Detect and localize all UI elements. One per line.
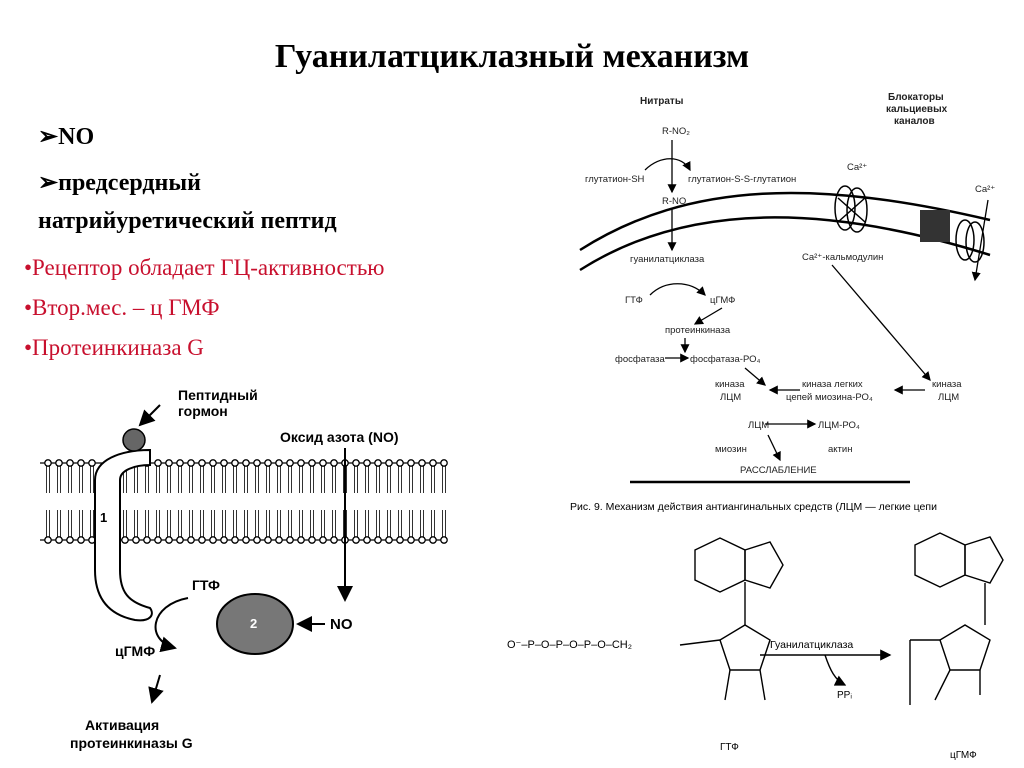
- red-bullet-pkg: •Протеинкиназа G: [24, 335, 204, 360]
- gtf-label: ГТФ: [192, 577, 220, 593]
- glutathione-ss: глутатион-S-S-глутатион: [688, 174, 796, 185]
- red-bullet-messenger: •Втор.мес. – ц ГМФ: [24, 295, 220, 320]
- receptor-number: 1: [100, 510, 107, 525]
- glutathione-sh: глутатион-SH: [585, 174, 645, 185]
- hormone-ligand: [122, 428, 146, 452]
- mlc-po4: ЛЦМ-РО₄: [818, 420, 860, 431]
- no-label: Оксид азота (NO): [280, 429, 399, 445]
- bullet-anp: ➢предсердный: [38, 168, 201, 197]
- blockers-label-2: кальциевых: [886, 104, 948, 115]
- red-bullet-receptor: •Рецептор обладает ГЦ-активностью: [24, 255, 385, 280]
- pathway-diagram: Нитраты Блокаторы кальциевых каналов R-N…: [570, 92, 995, 513]
- figure-caption: Рис. 9. Механизм действия антиангинальны…: [570, 501, 937, 513]
- ppi-label: PPᵢ: [837, 690, 852, 701]
- gtf-chem-label: ГТФ: [720, 742, 739, 753]
- bullet-text: предсердный: [58, 170, 201, 196]
- rno-label: R-NO: [662, 196, 686, 207]
- svg-text:O⁻–P–O–P–O–P–O–CH₂: O⁻–P–O–P–O–P–O–CH₂: [507, 639, 632, 651]
- membrane-diagram: Пептидный гормон 1 Оксид азота (NO) 2 NO…: [40, 387, 448, 751]
- no-small-label: NO: [330, 616, 353, 633]
- gc-number: 2: [250, 616, 257, 631]
- relaxation: РАССЛАБЛЕНИЕ: [740, 465, 817, 476]
- page-title: Гуанилатциклазный механизм: [274, 38, 750, 75]
- guanylate-cyclase-2: [216, 593, 294, 655]
- kinase-mlc-left-2: ЛЦМ: [720, 392, 741, 403]
- phosphatase-po4: фосфатаза-РО₄: [690, 354, 760, 365]
- rno2-label: R-NO₂: [662, 126, 690, 137]
- gc-pathway: гуанилатциклаза: [630, 254, 705, 265]
- kinase-light-2: цепей миозина-РО₄: [786, 392, 873, 403]
- cgmp-pathway: цГМФ: [710, 295, 735, 306]
- hormone-label-2: гормон: [178, 403, 228, 419]
- nitrates-label: Нитраты: [640, 96, 683, 107]
- myosin: миозин: [715, 444, 747, 455]
- blockers-label: Блокаторы: [888, 92, 944, 103]
- kinase-mlc-right-2: ЛЦМ: [938, 392, 959, 403]
- bullet-no: ➢NO: [38, 122, 94, 151]
- bullet-text: NO: [58, 124, 95, 150]
- lipid-bilayer: [40, 459, 448, 544]
- blockers-label-3: каналов: [894, 116, 935, 127]
- protein-kinase: протеинкиназа: [665, 325, 731, 336]
- hormone-label: Пептидный: [178, 387, 258, 403]
- actin: актин: [828, 444, 852, 455]
- phosphatase: фосфатаза: [615, 354, 666, 365]
- activation-label: Активация: [85, 717, 159, 733]
- kinase-mlc-right: киназа: [932, 379, 962, 390]
- mlc: ЛЦМ: [748, 420, 769, 431]
- ca-calmodulin: Ca²⁺-кальмодулин: [802, 252, 883, 263]
- ca-ion-1: Ca²⁺: [847, 162, 867, 173]
- bullet-anp-cont: натрийуретический пептид: [38, 208, 337, 235]
- bullet-text: натрийуретический пептид: [38, 208, 337, 234]
- arrow-bullet-icon: ➢: [38, 170, 59, 196]
- enzyme-label: Гуанилатциклаза: [770, 639, 853, 651]
- arrow-bullet-icon: ➢: [38, 124, 59, 150]
- ca-ion-2: Ca²⁺: [975, 184, 995, 195]
- receptor-1: [94, 448, 153, 622]
- cgmp-chem-label: цГМФ: [950, 750, 977, 761]
- kinase-mlc-left: киназа: [715, 379, 745, 390]
- activation-label-2: протеинкиназы G: [70, 735, 193, 751]
- chemistry-diagram: O⁻–P–O–P–O–P–O–CH₂ Гуанилатциклаза PPᵢ Г…: [507, 532, 1004, 761]
- cgmp-label: цГМФ: [115, 643, 155, 659]
- gtf-pathway: ГТФ: [625, 295, 643, 306]
- kinase-light: киназа легких: [802, 379, 863, 390]
